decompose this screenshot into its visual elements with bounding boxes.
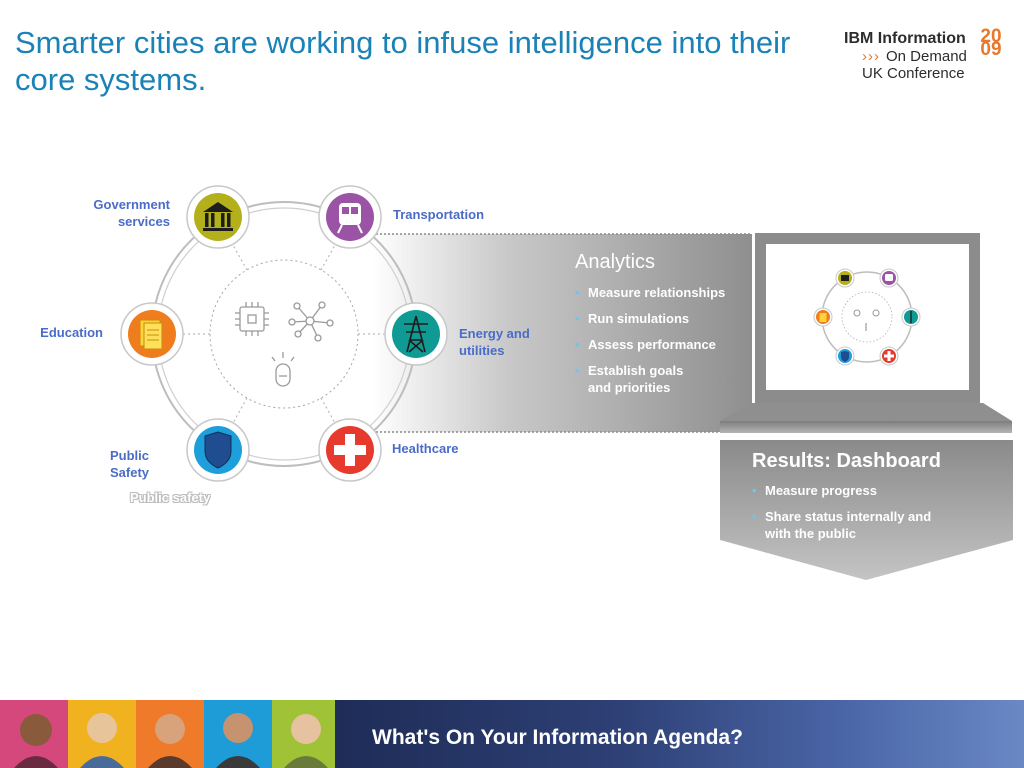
ghost-label-public-safety: Public safety bbox=[130, 490, 211, 505]
label-transportation: Transportation bbox=[393, 207, 485, 222]
cross-icon bbox=[334, 434, 366, 466]
people-photo-strip bbox=[0, 700, 340, 768]
core-network-icon bbox=[288, 301, 334, 342]
building-icon bbox=[203, 202, 233, 231]
core-lightbulb-icon bbox=[271, 352, 295, 387]
train-icon bbox=[337, 203, 363, 234]
logo-line-3: UK Conference bbox=[862, 65, 965, 82]
laptop-base bbox=[720, 421, 1012, 433]
label-healthcare: Healthcare bbox=[392, 441, 459, 456]
footer-banner: What's On Your Information Agenda? bbox=[0, 700, 1024, 768]
results-item: Measure progress bbox=[752, 482, 957, 499]
analytics-list: Measure relationships Run simulations As… bbox=[575, 284, 740, 405]
node-government-services[interactable] bbox=[186, 185, 250, 249]
results-heading: Results: Dashboard bbox=[752, 450, 941, 472]
node-public-safety[interactable] bbox=[186, 418, 250, 482]
laptop-dashboard bbox=[720, 233, 1012, 433]
label-education: Education bbox=[40, 325, 103, 340]
analytics-item: Measure relationships bbox=[575, 284, 740, 301]
node-energy-utilities-disc bbox=[392, 310, 440, 358]
core-chip-icon bbox=[235, 302, 269, 336]
label-public-safety: Public Safety bbox=[110, 448, 150, 480]
node-government-services-disc bbox=[194, 193, 242, 241]
node-energy-utilities[interactable] bbox=[384, 302, 448, 366]
logo-year: 2009 bbox=[980, 26, 1002, 60]
logo-arrows: ››› bbox=[862, 48, 880, 65]
logo-line-2: On Demand bbox=[886, 48, 967, 65]
results-list: Measure progress Share status internally… bbox=[752, 482, 957, 551]
label-government-services: Government services bbox=[93, 197, 170, 229]
label-energy-utilities: Energy and utilities bbox=[459, 326, 530, 358]
mini-systems-ring bbox=[813, 268, 921, 366]
node-education[interactable] bbox=[120, 302, 184, 366]
slide-title: Smarter cities are working to infuse int… bbox=[15, 25, 791, 97]
laptop-keyboard-deck bbox=[720, 403, 1012, 421]
logo-line-1: IBM Information bbox=[844, 30, 966, 47]
power-tower-icon bbox=[404, 315, 428, 353]
footer-band bbox=[335, 700, 1024, 768]
conference-logo: IBM Information ››› On Demand UK Conferen… bbox=[842, 26, 1012, 84]
node-transportation[interactable] bbox=[318, 185, 382, 249]
node-healthcare[interactable] bbox=[318, 418, 382, 482]
footer-tagline: What's On Your Information Agenda? bbox=[372, 726, 743, 749]
analytics-heading: Analytics bbox=[575, 251, 656, 273]
analytics-item: Assess performance bbox=[575, 336, 740, 353]
results-item: Share status internally and with the pub… bbox=[752, 508, 957, 542]
analytics-item: Run simulations bbox=[575, 310, 740, 327]
shield-icon bbox=[204, 431, 232, 469]
analytics-item: Establish goals and priorities bbox=[575, 362, 698, 396]
book-icon bbox=[139, 319, 163, 350]
